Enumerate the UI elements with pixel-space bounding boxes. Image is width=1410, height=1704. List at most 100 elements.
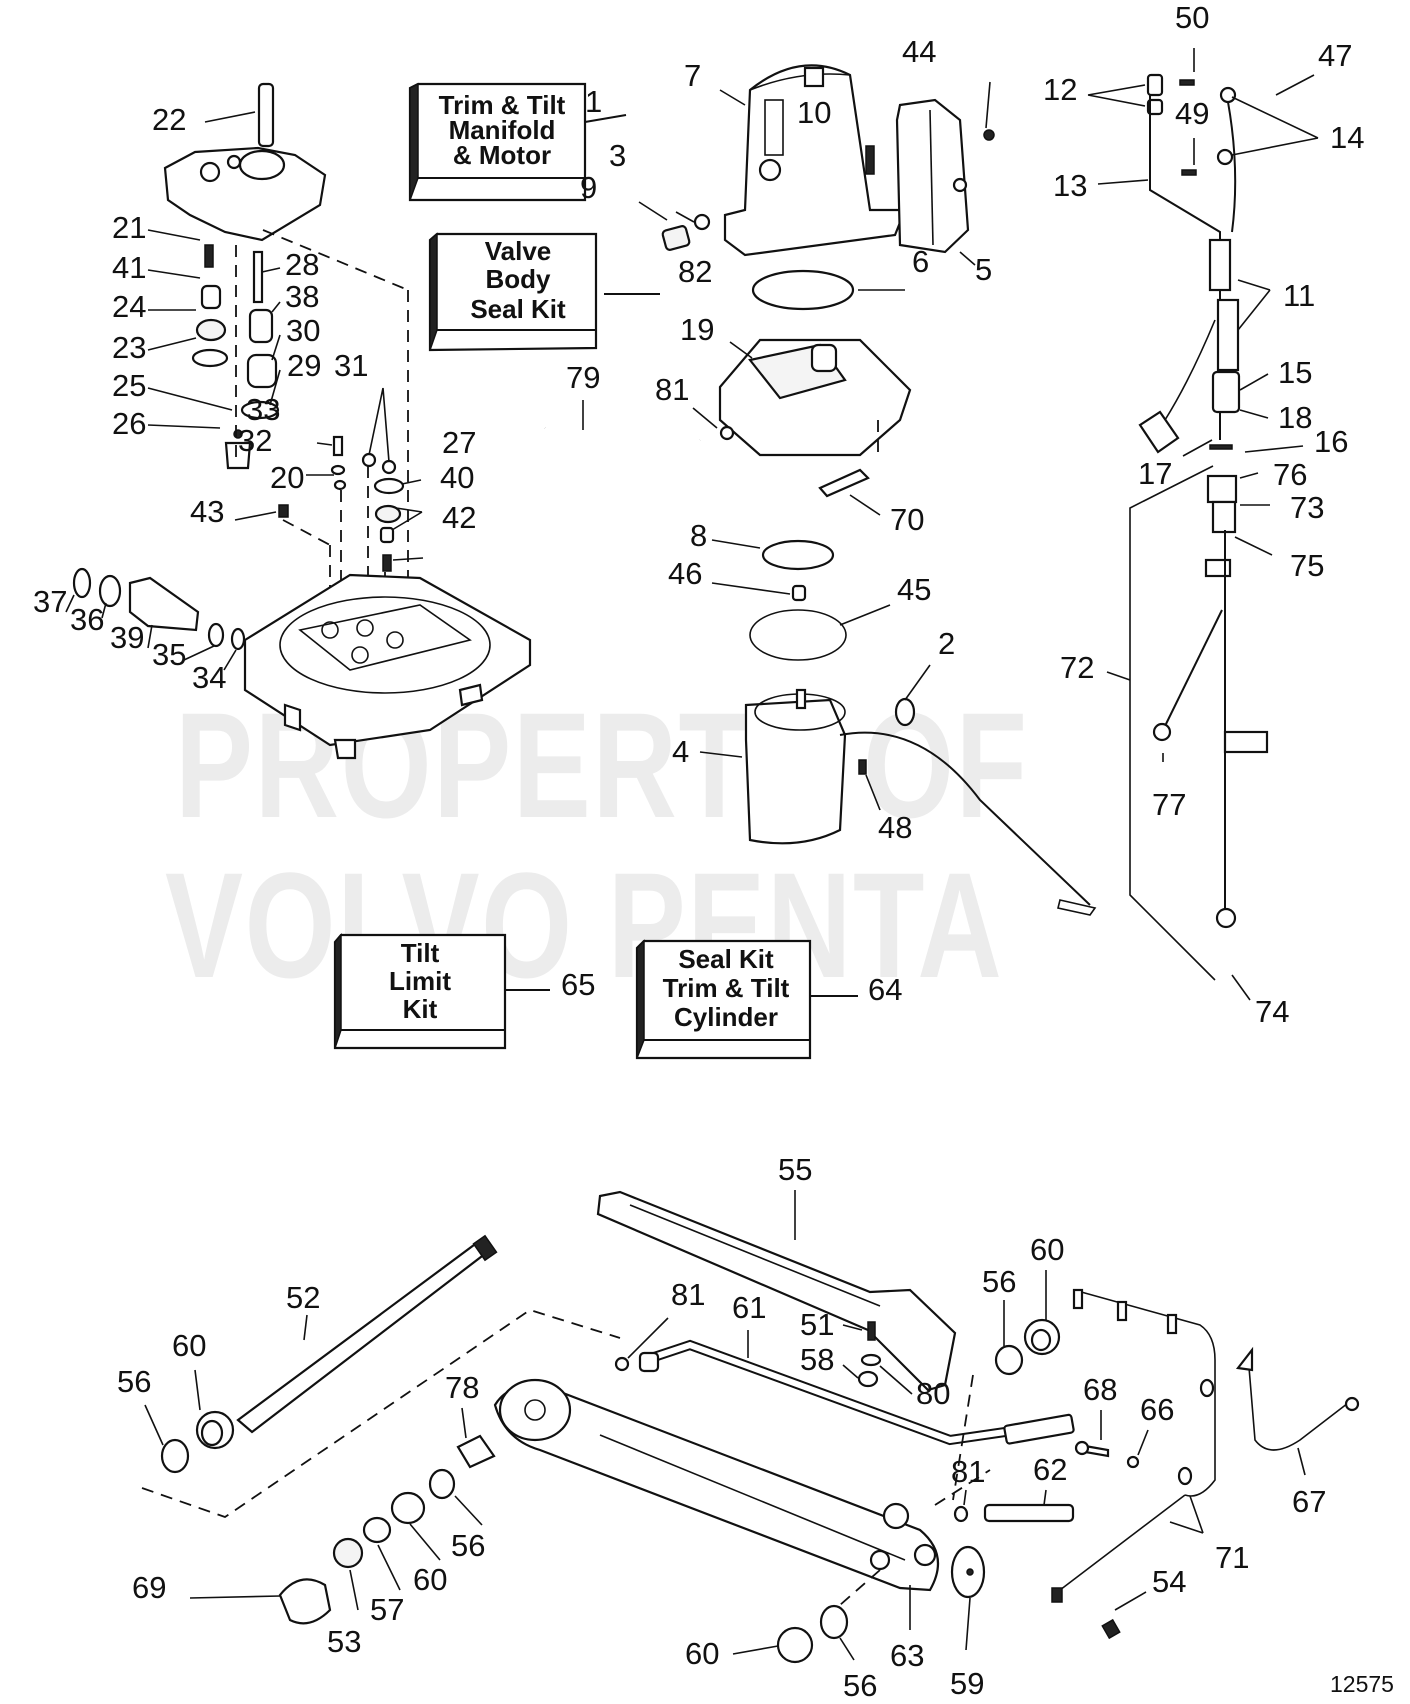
- callout-79[interactable]: 79: [566, 360, 600, 395]
- callout-53[interactable]: 53: [327, 1624, 361, 1659]
- callout-16[interactable]: 16: [1314, 424, 1348, 459]
- callout-24[interactable]: 24: [112, 289, 146, 324]
- callout-1[interactable]: 1: [585, 84, 602, 119]
- callout-56[interactable]: 56: [982, 1264, 1016, 1299]
- callout-4[interactable]: 4: [672, 734, 689, 769]
- callout-21[interactable]: 21: [112, 210, 146, 245]
- callout-34[interactable]: 34: [192, 660, 226, 695]
- callout-22[interactable]: 22: [152, 102, 186, 137]
- callout-39[interactable]: 39: [110, 620, 144, 655]
- callout-48[interactable]: 48: [878, 810, 912, 845]
- callout-20[interactable]: 20: [270, 460, 304, 495]
- kit-box-seal-kit-trim-tilt-cylinder[interactable]: Seal Kit Trim & Tilt Cylinder: [635, 939, 858, 1060]
- callout-81[interactable]: 81: [951, 1454, 985, 1489]
- callout-27[interactable]: 27: [442, 425, 476, 460]
- callout-55[interactable]: 55: [778, 1152, 812, 1187]
- callout-76[interactable]: 76: [1273, 457, 1307, 492]
- callout-8[interactable]: 8: [690, 518, 707, 553]
- valve-body-base-part[interactable]: [243, 573, 532, 760]
- callout-12[interactable]: 12: [1043, 72, 1077, 107]
- callout-47[interactable]: 47: [1318, 38, 1352, 73]
- pivot-pin-52[interactable]: [236, 1234, 498, 1434]
- callout-33[interactable]: 33: [246, 392, 280, 427]
- callout-6[interactable]: 6: [912, 244, 929, 279]
- callout-29[interactable]: 29: [287, 348, 321, 383]
- callout-56[interactable]: 56: [117, 1364, 151, 1399]
- callout-17[interactable]: 17: [1138, 456, 1172, 491]
- callout-18[interactable]: 18: [1278, 400, 1312, 435]
- callout-25[interactable]: 25: [112, 368, 146, 403]
- anode-plate-71[interactable]: [1051, 1288, 1216, 1603]
- callout-56[interactable]: 56: [843, 1668, 877, 1703]
- callout-66[interactable]: 66: [1140, 1392, 1174, 1427]
- callout-46[interactable]: 46: [668, 556, 702, 591]
- small-fitting-parts[interactable]: [661, 129, 995, 251]
- callout-51[interactable]: 51: [800, 1307, 834, 1342]
- callout-49[interactable]: 49: [1175, 96, 1209, 131]
- callout-45[interactable]: 45: [897, 572, 931, 607]
- o-ring-6[interactable]: [751, 269, 855, 311]
- callout-15[interactable]: 15: [1278, 355, 1312, 390]
- callout-44[interactable]: 44: [902, 34, 936, 69]
- callout-7[interactable]: 7: [684, 58, 701, 93]
- callout-56[interactable]: 56: [451, 1528, 485, 1563]
- callout-28[interactable]: 28: [285, 247, 319, 282]
- callout-37[interactable]: 37: [33, 584, 67, 619]
- screw-70[interactable]: [818, 468, 870, 498]
- callout-31[interactable]: 31: [334, 348, 368, 383]
- manifold-cover-part[interactable]: [163, 82, 327, 242]
- callout-2[interactable]: 2: [938, 626, 955, 661]
- callout-11[interactable]: 11: [1283, 278, 1315, 313]
- callout-5[interactable]: 5: [975, 252, 992, 287]
- callout-75[interactable]: 75: [1290, 548, 1324, 583]
- callout-60[interactable]: 60: [685, 1636, 719, 1671]
- callout-10[interactable]: 10: [797, 95, 831, 130]
- hydraulic-cylinder-63[interactable]: [493, 1378, 940, 1592]
- ground-strap-67[interactable]: [1235, 1346, 1360, 1451]
- callout-70[interactable]: 70: [890, 502, 924, 537]
- callout-71[interactable]: 71: [1215, 1540, 1249, 1575]
- reservoir-housing-part[interactable]: [723, 64, 907, 257]
- switch-block-part[interactable]: [895, 98, 970, 254]
- kit-box-valve-body-seal-kit[interactable]: Valve Body Seal Kit: [428, 232, 660, 352]
- callout-73[interactable]: 73: [1290, 490, 1324, 525]
- callout-41[interactable]: 41: [112, 250, 146, 285]
- callout-69[interactable]: 69: [132, 1570, 166, 1605]
- callout-80[interactable]: 80: [916, 1376, 950, 1411]
- kit-box-tilt-limit-kit[interactable]: Tilt Limit Kit: [333, 932, 550, 1050]
- callout-59[interactable]: 59: [950, 1666, 984, 1701]
- callout-35[interactable]: 35: [152, 637, 186, 672]
- callout-26[interactable]: 26: [112, 406, 146, 441]
- callout-72[interactable]: 72: [1060, 650, 1094, 685]
- callout-82[interactable]: 82: [678, 254, 712, 289]
- callout-52[interactable]: 52: [286, 1280, 320, 1315]
- callout-61[interactable]: 61: [732, 1290, 766, 1325]
- callout-57[interactable]: 57: [370, 1592, 404, 1627]
- callout-81[interactable]: 81: [655, 372, 689, 407]
- callout-23[interactable]: 23: [112, 330, 146, 365]
- screw-48[interactable]: [858, 759, 867, 775]
- callout-19[interactable]: 19: [680, 312, 714, 347]
- callout-43[interactable]: 43: [190, 494, 224, 529]
- bushing-parts-left[interactable]: [160, 1410, 496, 1474]
- side-seal-parts[interactable]: [65, 567, 246, 651]
- callout-63[interactable]: 63: [890, 1638, 924, 1673]
- callout-3[interactable]: 3: [609, 138, 626, 173]
- small-hardware-center[interactable]: [857, 1318, 1075, 1599]
- ring-8[interactable]: [761, 539, 835, 571]
- valve-stack-parts[interactable]: [191, 244, 405, 572]
- pump-assembly-part[interactable]: [718, 338, 912, 457]
- part-46[interactable]: [791, 584, 807, 602]
- callout-30[interactable]: 30: [286, 313, 320, 348]
- callout-62[interactable]: 62: [1033, 1452, 1067, 1487]
- hose-79-part[interactable]: [543, 424, 735, 468]
- callout-36[interactable]: 36: [70, 602, 104, 637]
- trim-tab-bracket-55[interactable]: [596, 1190, 957, 1392]
- callout-50[interactable]: 50: [1175, 0, 1209, 35]
- callout-38[interactable]: 38: [285, 279, 319, 314]
- callout-60[interactable]: 60: [413, 1562, 447, 1597]
- callout-81[interactable]: 81: [671, 1277, 705, 1312]
- callout-14[interactable]: 14: [1330, 120, 1364, 155]
- callout-67[interactable]: 67: [1292, 1484, 1326, 1519]
- callout-13[interactable]: 13: [1053, 168, 1087, 203]
